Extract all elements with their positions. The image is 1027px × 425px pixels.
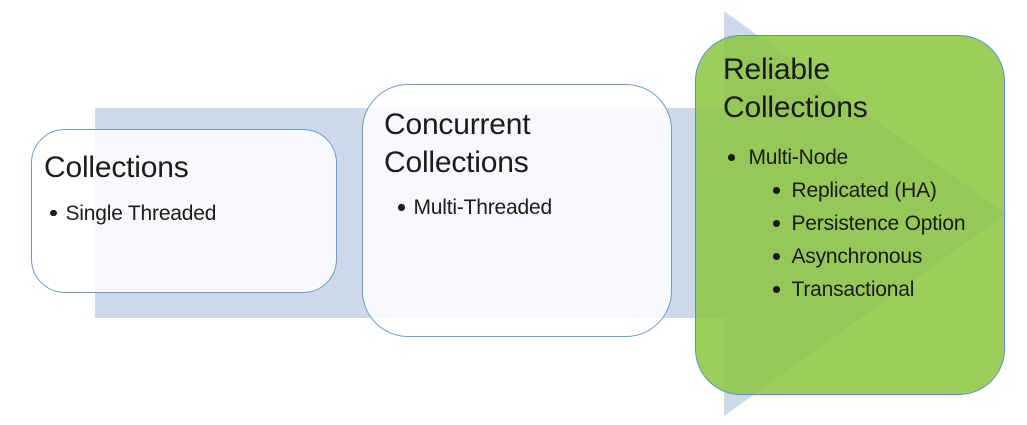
stage-bullet-list: Single Threaded	[44, 197, 324, 230]
stage-bullet-list: Multi-Threaded	[384, 191, 661, 224]
bullet-text: Persistence Option	[791, 212, 966, 235]
bullet-text: Transactional	[791, 278, 915, 301]
bullet-text: Multi-Threaded	[413, 196, 553, 219]
stage-title: Concurrent Collections	[384, 108, 531, 179]
bullet-dot	[773, 187, 780, 194]
bullet-item: Multi-Node	[723, 141, 996, 174]
bullet-item: Replicated (HA)	[723, 174, 996, 207]
bullet-dot	[398, 204, 405, 211]
stage-title: Collections	[44, 151, 189, 184]
bullet-dot	[773, 220, 780, 227]
bullet-text: Multi-Node	[748, 146, 849, 169]
stage-title: Reliable Collections	[723, 53, 868, 124]
bullet-item: Single Threaded	[44, 197, 324, 230]
stage-box-collections: Collections Single Threaded	[31, 129, 337, 293]
bullet-item: Persistence Option	[723, 207, 996, 240]
bullet-text: Single Threaded	[65, 201, 217, 225]
bullet-dot	[773, 253, 780, 260]
bullet-text: Replicated (HA)	[791, 179, 937, 202]
bullet-item: Transactional	[723, 273, 996, 306]
bullet-dot	[773, 286, 780, 293]
bullet-dot	[728, 154, 735, 161]
stage-box-concurrent-collections: Concurrent Collections Multi-Threaded	[362, 84, 672, 337]
bullet-text: Asynchronous	[791, 245, 923, 268]
bullet-dot	[50, 209, 57, 216]
bullet-item: Asynchronous	[723, 240, 996, 273]
bullet-item: Multi-Threaded	[384, 191, 661, 224]
